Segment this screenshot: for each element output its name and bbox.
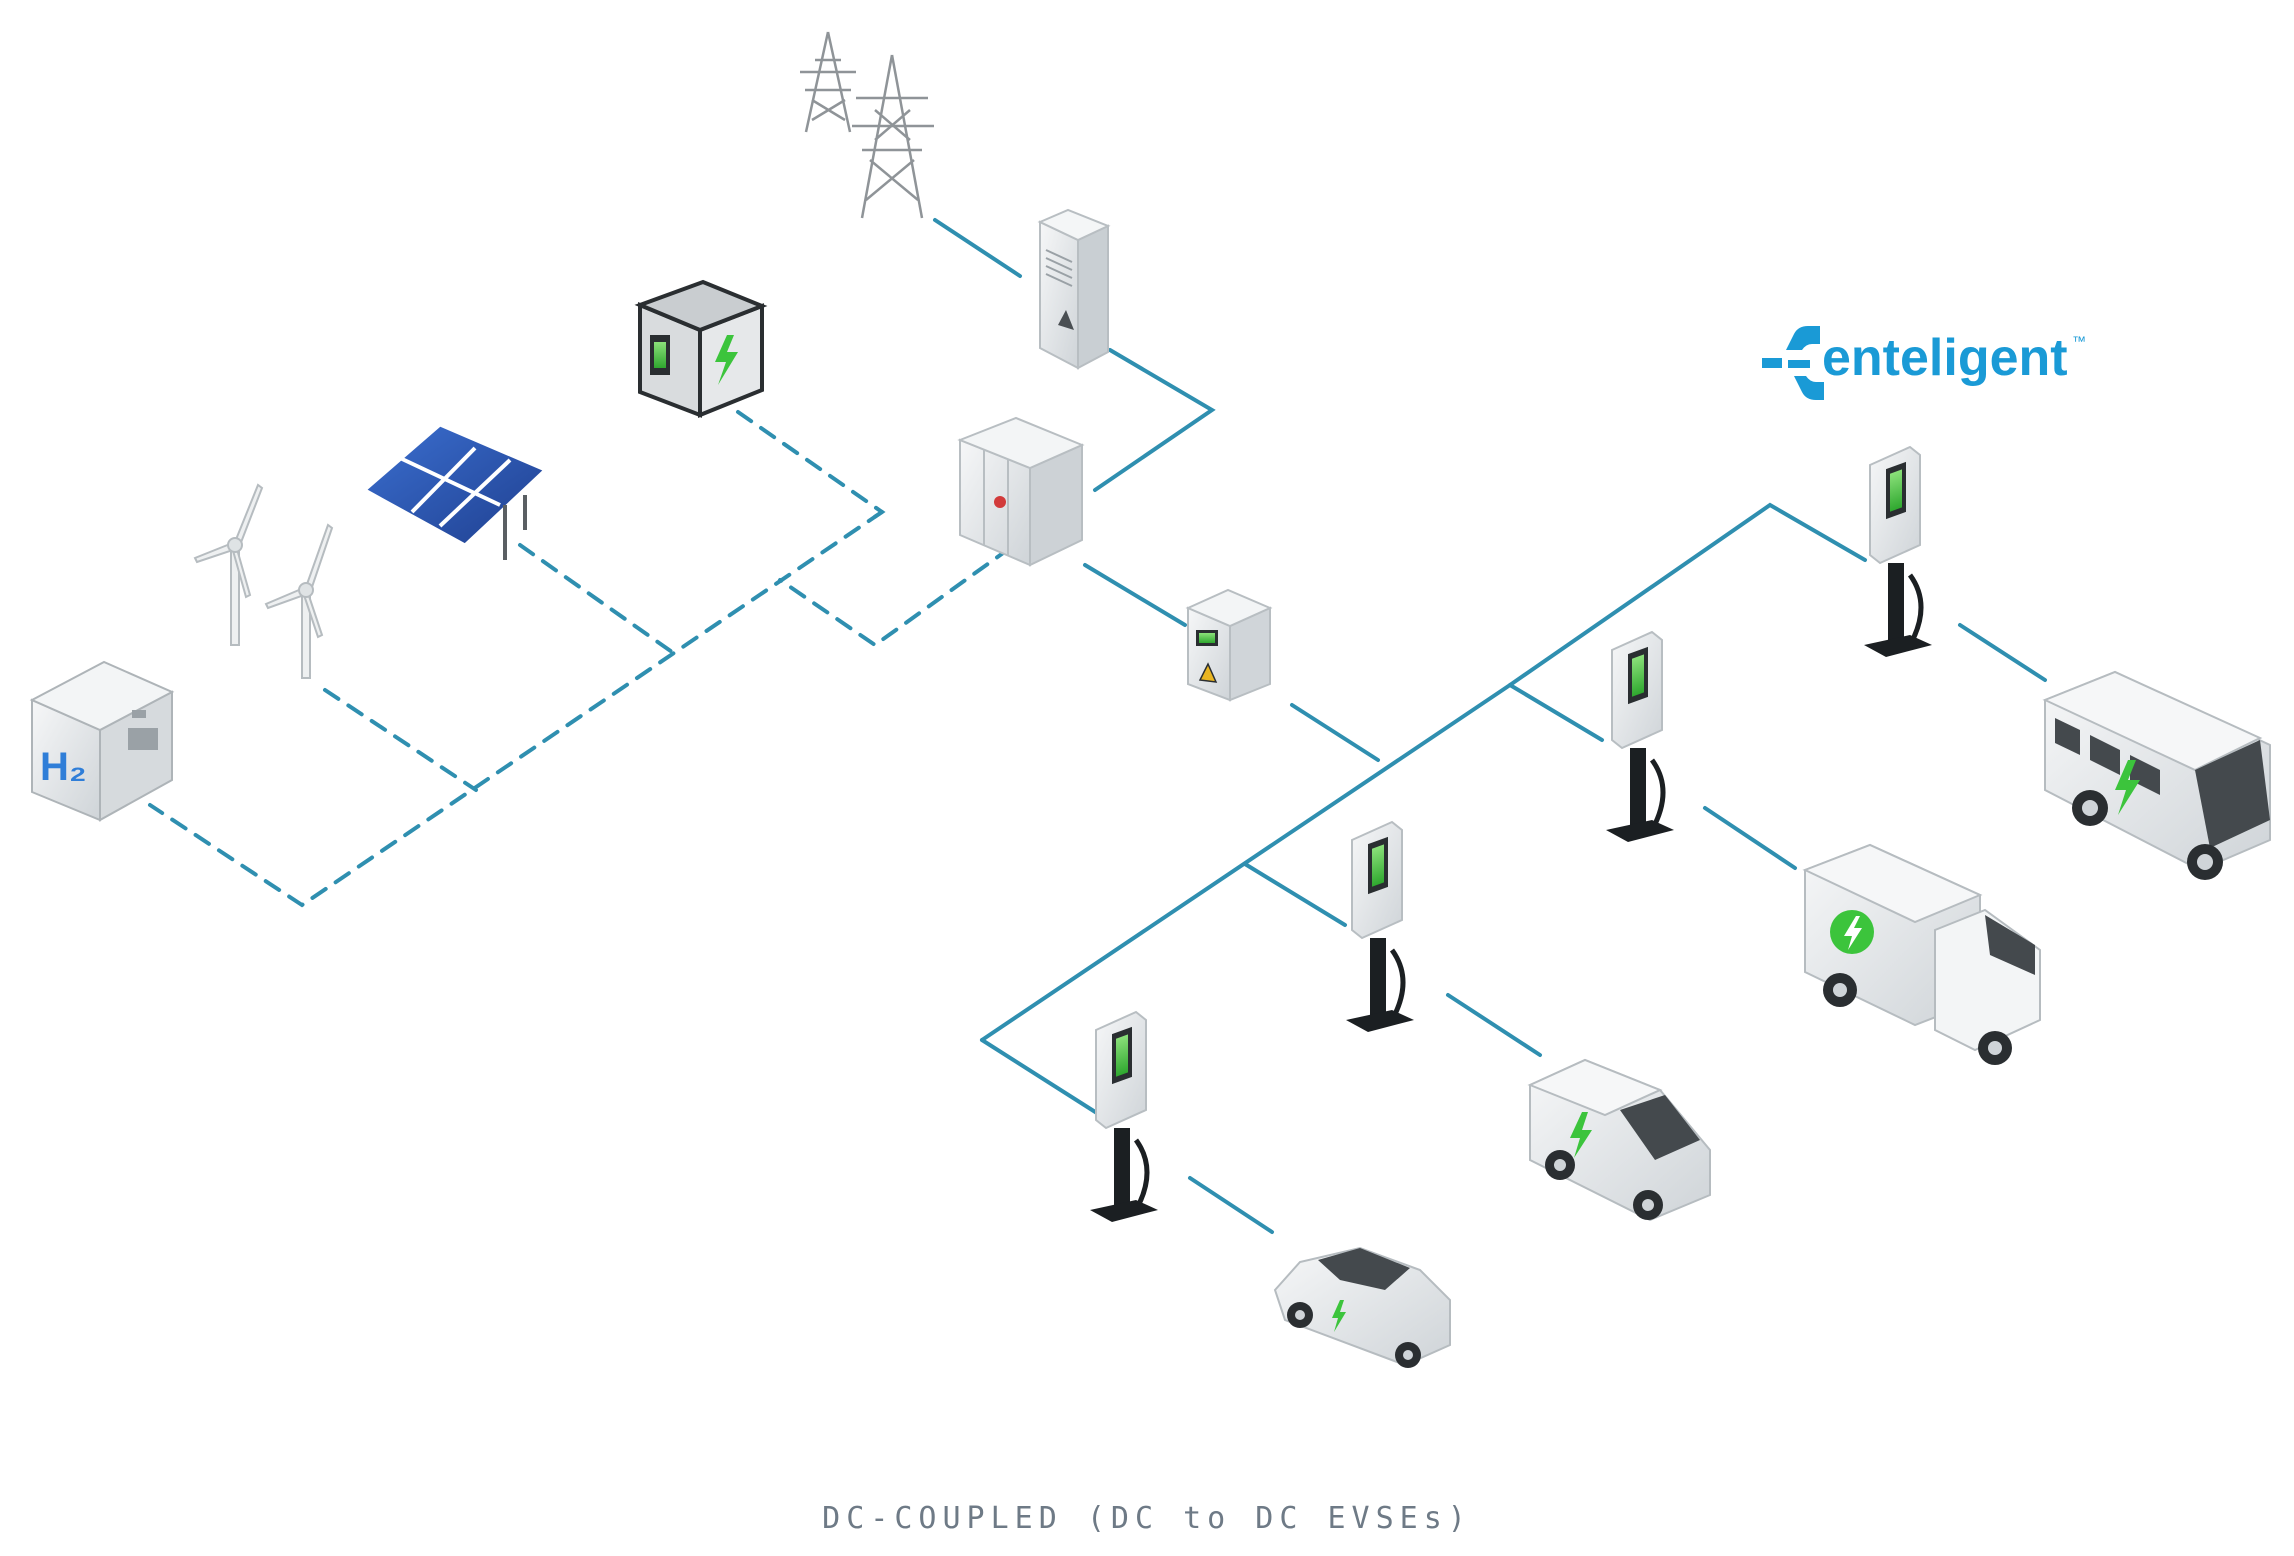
- solar-panel-icon: [362, 423, 548, 560]
- line-branch-evse2: [1508, 683, 1604, 742]
- line-wind-bus: [323, 688, 478, 792]
- van-icon: [1527, 1058, 1711, 1222]
- brand-name: enteligent: [1822, 329, 2068, 387]
- battery-storage-icon: [634, 279, 768, 418]
- enteligent-logo: enteligent ™: [1762, 326, 2086, 400]
- evse-2: [1606, 630, 1674, 842]
- line-dc-bus-main: [148, 510, 884, 908]
- small-tower: [800, 31, 856, 133]
- line-cabinet-converter: [1093, 348, 1216, 492]
- line-evse4-car: [1188, 1176, 1274, 1234]
- solid-connections: [933, 218, 2047, 1234]
- minibus-icon: [2042, 670, 2271, 880]
- line-evse2-truck: [1703, 806, 1797, 870]
- line-main-trunk: [980, 502, 1867, 1042]
- line-battery-bus: [736, 410, 886, 522]
- line-evse1-bus: [1958, 623, 2047, 682]
- evse-1: [1864, 445, 1932, 657]
- line-branch-evse4: [980, 1038, 1102, 1117]
- line-converter-switchgear: [1083, 563, 1187, 627]
- bolt-icon: [715, 335, 738, 385]
- evse-3: [1346, 820, 1414, 1032]
- power-tower-icon: [800, 31, 934, 219]
- electrical-cabinet-icon: [1037, 208, 1111, 370]
- hydrogen-cell-icon: H₂: [29, 660, 175, 822]
- bolt-icon: [1844, 916, 1862, 950]
- enteligent-mark-icon: [1762, 326, 1824, 400]
- diagram-caption: DC-COUPLED (DC to DC EVSEs): [822, 1501, 1472, 1536]
- dashed-connections: [148, 410, 1012, 908]
- switch-box-icon: [1185, 588, 1273, 702]
- car-icon: [1273, 1246, 1451, 1368]
- bolt-icon: [1332, 1300, 1346, 1332]
- line-switchgear-trunk: [1290, 703, 1380, 762]
- line-solar-bus: [518, 543, 674, 654]
- hydrogen-label: H₂: [40, 745, 87, 789]
- bolt-icon: [2115, 760, 2140, 815]
- brand-trademark: ™: [2072, 333, 2086, 349]
- wind-turbine-icon: [193, 483, 334, 679]
- line-converter-dcbus: [778, 546, 1012, 648]
- turbine-2: [264, 523, 334, 679]
- line-towers-cabinet: [933, 218, 1022, 278]
- large-tower: [852, 54, 934, 219]
- truck-icon: [1802, 843, 2041, 1065]
- line-evse3-van: [1446, 993, 1542, 1057]
- line-branch-evse3: [1243, 862, 1347, 927]
- converter-icon: [957, 416, 1085, 567]
- bolt-icon: [1570, 1112, 1592, 1158]
- turbine-1: [193, 483, 264, 646]
- evse-4: [1090, 1010, 1158, 1222]
